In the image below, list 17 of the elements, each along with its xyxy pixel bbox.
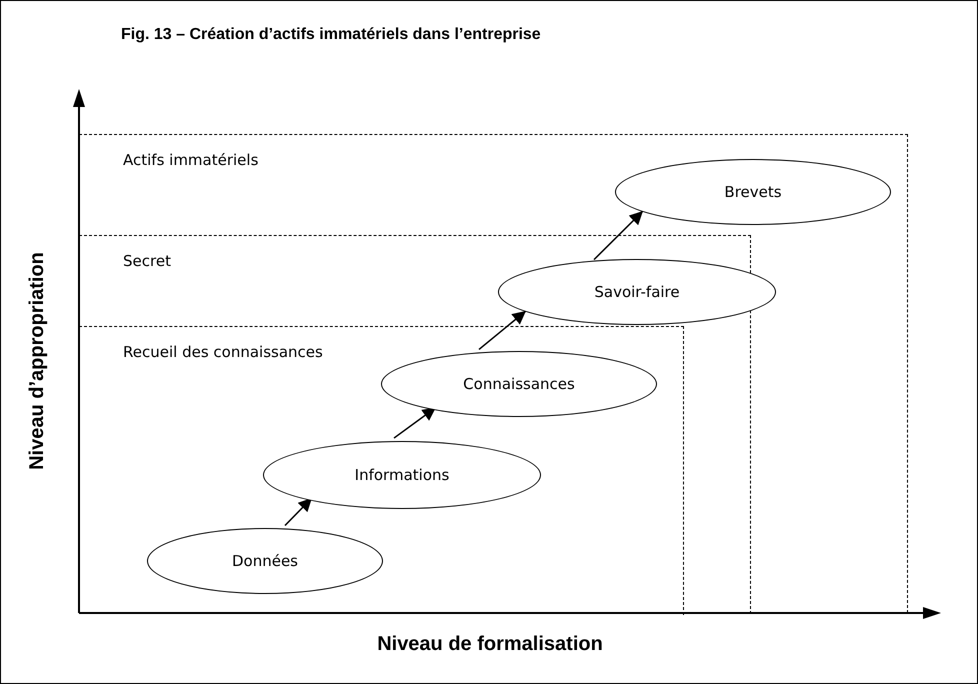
figure-title: Fig. 13 – Création d’actifs immatériels dans l’entreprise [121,25,541,45]
x-axis-label: Niveau de formalisation [376,632,604,657]
band-label: Actifs immatériels [123,150,258,171]
node-label: Informations [354,464,450,486]
y-axis-label: Niveau d’appropriation [25,252,49,470]
band-label: Recueil des connaissances [123,342,323,363]
arrow [394,406,436,439]
dashed-band [79,326,684,615]
node-label: Brevets [724,182,782,203]
node-label: Savoir-faire [594,282,680,303]
node-label: Connaissances [463,374,575,395]
dashed-band [79,134,908,613]
node-label: Données [232,550,298,572]
arrow [478,310,526,350]
band-label: Secret [123,251,171,272]
arrow [284,497,313,526]
arrow [593,210,644,260]
